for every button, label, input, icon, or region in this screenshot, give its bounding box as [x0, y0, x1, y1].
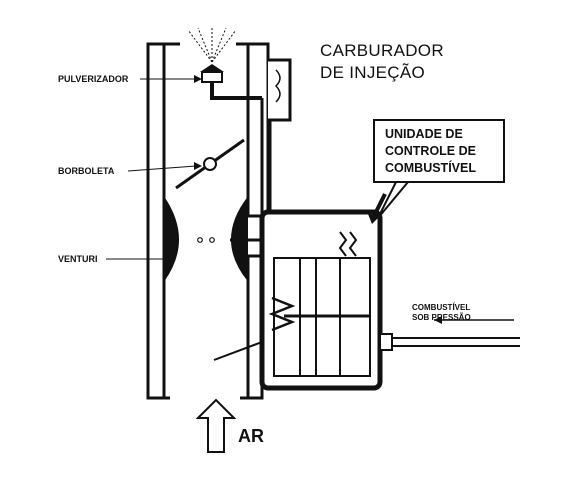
control-unit-label-line2: CONTROLE DE	[385, 144, 476, 158]
control-unit-label-line3: COMBUSTÍVEL	[385, 160, 476, 175]
spray-lines	[187, 26, 237, 63]
spray-nozzle	[187, 26, 262, 100]
label-borboleta: BORBOLETA	[58, 166, 115, 176]
fuel-control-unit	[213, 209, 383, 391]
fuel-inlet-label-line2: SOB PRESSÃO	[412, 313, 471, 322]
fuel-inlet-pipe	[379, 316, 520, 351]
diagram-title-line1: CARBURADOR	[320, 41, 444, 60]
throttle-plate	[175, 138, 245, 190]
label-pulverizador: PULVERIZADOR	[58, 74, 129, 84]
leader-borboleta	[127, 162, 202, 172]
leader-venturi	[106, 255, 176, 263]
label-venturi: VENTURI	[58, 254, 98, 264]
venturi-holes	[197, 237, 215, 243]
control-unit-callout	[368, 119, 505, 224]
carburetor-body	[146, 42, 270, 400]
diagram-title-line2: DE INJEÇÃO	[320, 63, 425, 82]
air-arrow-icon	[195, 398, 237, 453]
fuel-inlet-label-line1: COMBUSTÍVEL	[412, 303, 470, 312]
control-unit-label-line1: UNIDADE DE	[385, 127, 463, 141]
air-label: AR	[238, 426, 264, 446]
leader-pulverizador	[140, 75, 202, 83]
